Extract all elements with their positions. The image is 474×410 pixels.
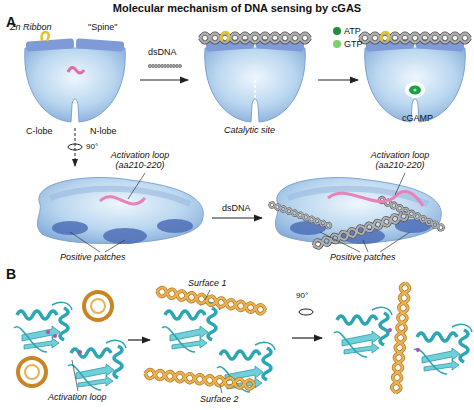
state-dna-bound [200,32,310,122]
structure-bound [145,369,255,389]
leader-lines [380,232,410,252]
leader-lines [395,173,405,195]
structure-side [334,307,392,357]
arrow-label: dsDNA [222,203,251,213]
rotation-label: 90° [296,291,308,300]
arrow [333,40,341,48]
state-active [382,32,389,41]
state-inactive [25,38,126,122]
part-label: "Spine" [88,22,117,32]
side-view-bound [328,191,423,206]
state-active [365,38,466,122]
state-active [360,34,470,43]
structure-bound [156,287,266,315]
arrow [128,340,150,341]
part-label: Surface 2 [200,394,239,404]
leader-lines [363,240,368,252]
side-view-free [100,197,145,204]
state-dna-bound [254,80,256,121]
arrow [212,217,262,218]
part-label: Catalytic site [224,125,275,135]
molecule-label: GTP [344,39,363,49]
arrow [292,337,322,338]
structure-side [388,328,392,332]
rotation-arrow [75,128,76,166]
structure-side [334,283,472,393]
structure-bound [220,385,222,393]
arrow [299,309,313,315]
arrow [149,65,182,68]
structure-free [18,358,46,386]
structure-free [84,292,112,320]
structure-free [72,360,78,391]
arrow-label: dsDNA [148,47,177,57]
structure-side [414,324,472,374]
rotation-label: 90° [86,142,98,151]
structure-side [416,348,420,352]
structure-free [46,330,50,334]
arrow [140,65,188,80]
part-label: C-lobe [26,126,53,136]
arrow [140,79,188,80]
state-active [405,82,425,98]
leader-lines [128,173,145,199]
part-label: Activation loop [48,392,107,402]
side-view-bound [268,201,332,229]
leader-lines [320,173,410,252]
part-label: Surface 1 [188,278,227,288]
arrow [292,309,322,338]
leader-lines [70,173,145,252]
rotation-arrow [68,128,82,166]
panel-letter: B [6,266,16,282]
structure-bound [162,302,220,352]
state-inactive [68,67,84,73]
state-dna-bound [200,34,310,43]
leader-lines [70,232,100,252]
part-label: N-lobe [90,126,117,136]
leader-lines [320,232,360,252]
figure-title: Molecular mechanism of DNA sensing by cG… [0,2,474,15]
state-dna-bound [222,32,229,41]
structure-free [91,299,105,313]
state-active [413,88,416,91]
arrow [128,339,150,340]
leader-lines [105,240,125,252]
state-dna-bound [205,38,306,122]
part-label: Activation loop (aa210-220) [100,150,180,171]
structure-side [391,283,410,393]
side-view-bound [268,178,445,250]
structure-free [53,334,57,338]
structure-free [68,340,126,390]
rotation-arrow [68,144,82,150]
part-label: Positive patches [60,252,126,262]
molecule-label: cGAMP [402,113,433,123]
molecule-label: ATP [344,26,361,36]
part-label: Zn Ribbon [10,22,52,32]
arrow [318,79,358,80]
arrow [212,218,262,219]
state-active [360,32,470,122]
structure-free [14,302,72,352]
part-label: Positive patches [330,252,396,262]
structure-free [25,365,39,379]
side-view-bound [312,211,409,249]
state-inactive [42,32,49,41]
structure-free [14,292,126,391]
state-active [409,86,421,95]
part-label: Activation loop (aa210-220) [360,150,440,171]
structure-free [78,350,82,354]
arrow [333,27,341,35]
side-view-free [37,178,203,244]
structure-bound [145,287,275,393]
structure-bound [205,290,210,300]
state-inactive [25,32,126,122]
side-view-free [37,178,203,244]
